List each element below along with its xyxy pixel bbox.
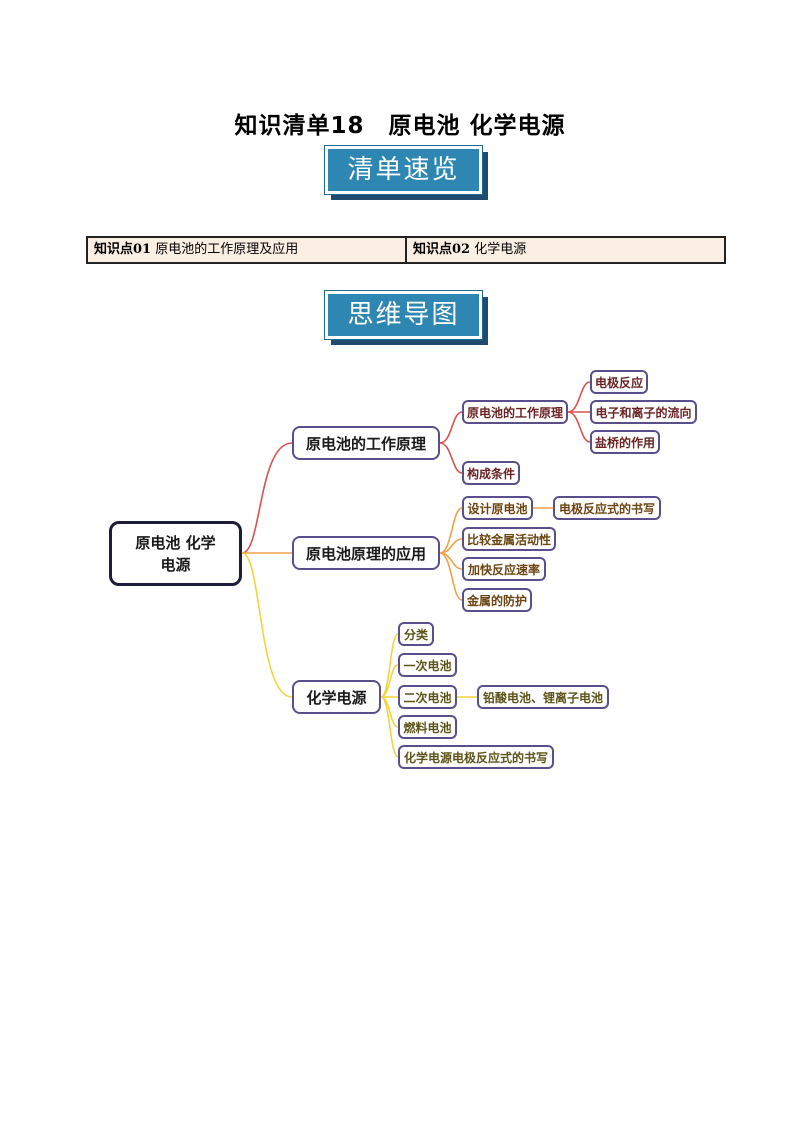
knowledge-point-text: 原电池的工作原理及应用 (155, 242, 299, 257)
overview-banner-label: 清单速览 (324, 145, 483, 195)
branch-node-principle: 原电池的工作原理 (292, 426, 440, 460)
mindmap-banner: 思维导图 (324, 290, 488, 345)
connector-branch3-children (380, 633, 399, 758)
document-title: 知识清单18 原电池 化学电源 (234, 113, 566, 139)
knowledge-point-cell-2: 知识点02 化学电源 (405, 238, 724, 262)
node-working-principle: 原电池的工作原理 (462, 400, 568, 424)
knowledge-point-tag: 知识点01 (94, 242, 152, 257)
connector-root-branch1 (241, 442, 293, 554)
node-secondary-battery: 二次电池 (398, 685, 457, 709)
node-composition-conditions: 构成条件 (462, 461, 520, 485)
knowledge-point-cell-1: 知识点01 原电池的工作原理及应用 (88, 238, 405, 262)
node-electrode-equation: 电极反应式的书写 (553, 496, 661, 520)
root-label-line2: 电源 (160, 555, 191, 574)
node-classification: 分类 (398, 622, 434, 646)
node-compare-metal-activity: 比较金属活动性 (462, 527, 556, 551)
node-electrode-reaction: 电极反应 (590, 370, 648, 394)
knowledge-point-table: 知识点01 原电池的工作原理及应用 知识点02 化学电源 (86, 236, 726, 264)
overview-banner: 清单速览 (324, 145, 488, 200)
branch-node-chemical-source: 化学电源 (292, 680, 381, 714)
node-lead-acid-lithium: 铅酸电池、锂离子电池 (477, 685, 609, 709)
node-fuel-cell: 燃料电池 (398, 715, 457, 739)
connector-principle-leaves (567, 381, 591, 443)
node-speed-up-reaction: 加快反应速率 (462, 557, 546, 581)
mindmap-root-node: 原电池 化学 电源 (109, 521, 242, 586)
mindmap-banner-label: 思维导图 (324, 290, 483, 340)
connector-root-branch3 (241, 552, 293, 698)
node-source-electrode-equation: 化学电源电极反应式的书写 (398, 745, 554, 769)
branch-node-application: 原电池原理的应用 (292, 536, 440, 570)
node-salt-bridge: 盐桥的作用 (590, 430, 660, 454)
node-design-cell: 设计原电池 (462, 496, 533, 520)
root-label-line1: 原电池 化学 (135, 533, 216, 552)
node-electron-ion-flow: 电子和离子的流向 (590, 400, 697, 424)
knowledge-point-tag: 知识点02 (413, 242, 471, 257)
knowledge-point-text: 化学电源 (474, 242, 527, 257)
node-primary-battery: 一次电池 (398, 653, 457, 677)
connector-branch1-children (439, 411, 463, 474)
node-metal-protection: 金属的防护 (462, 588, 532, 612)
connector-branch2-children (439, 507, 463, 601)
